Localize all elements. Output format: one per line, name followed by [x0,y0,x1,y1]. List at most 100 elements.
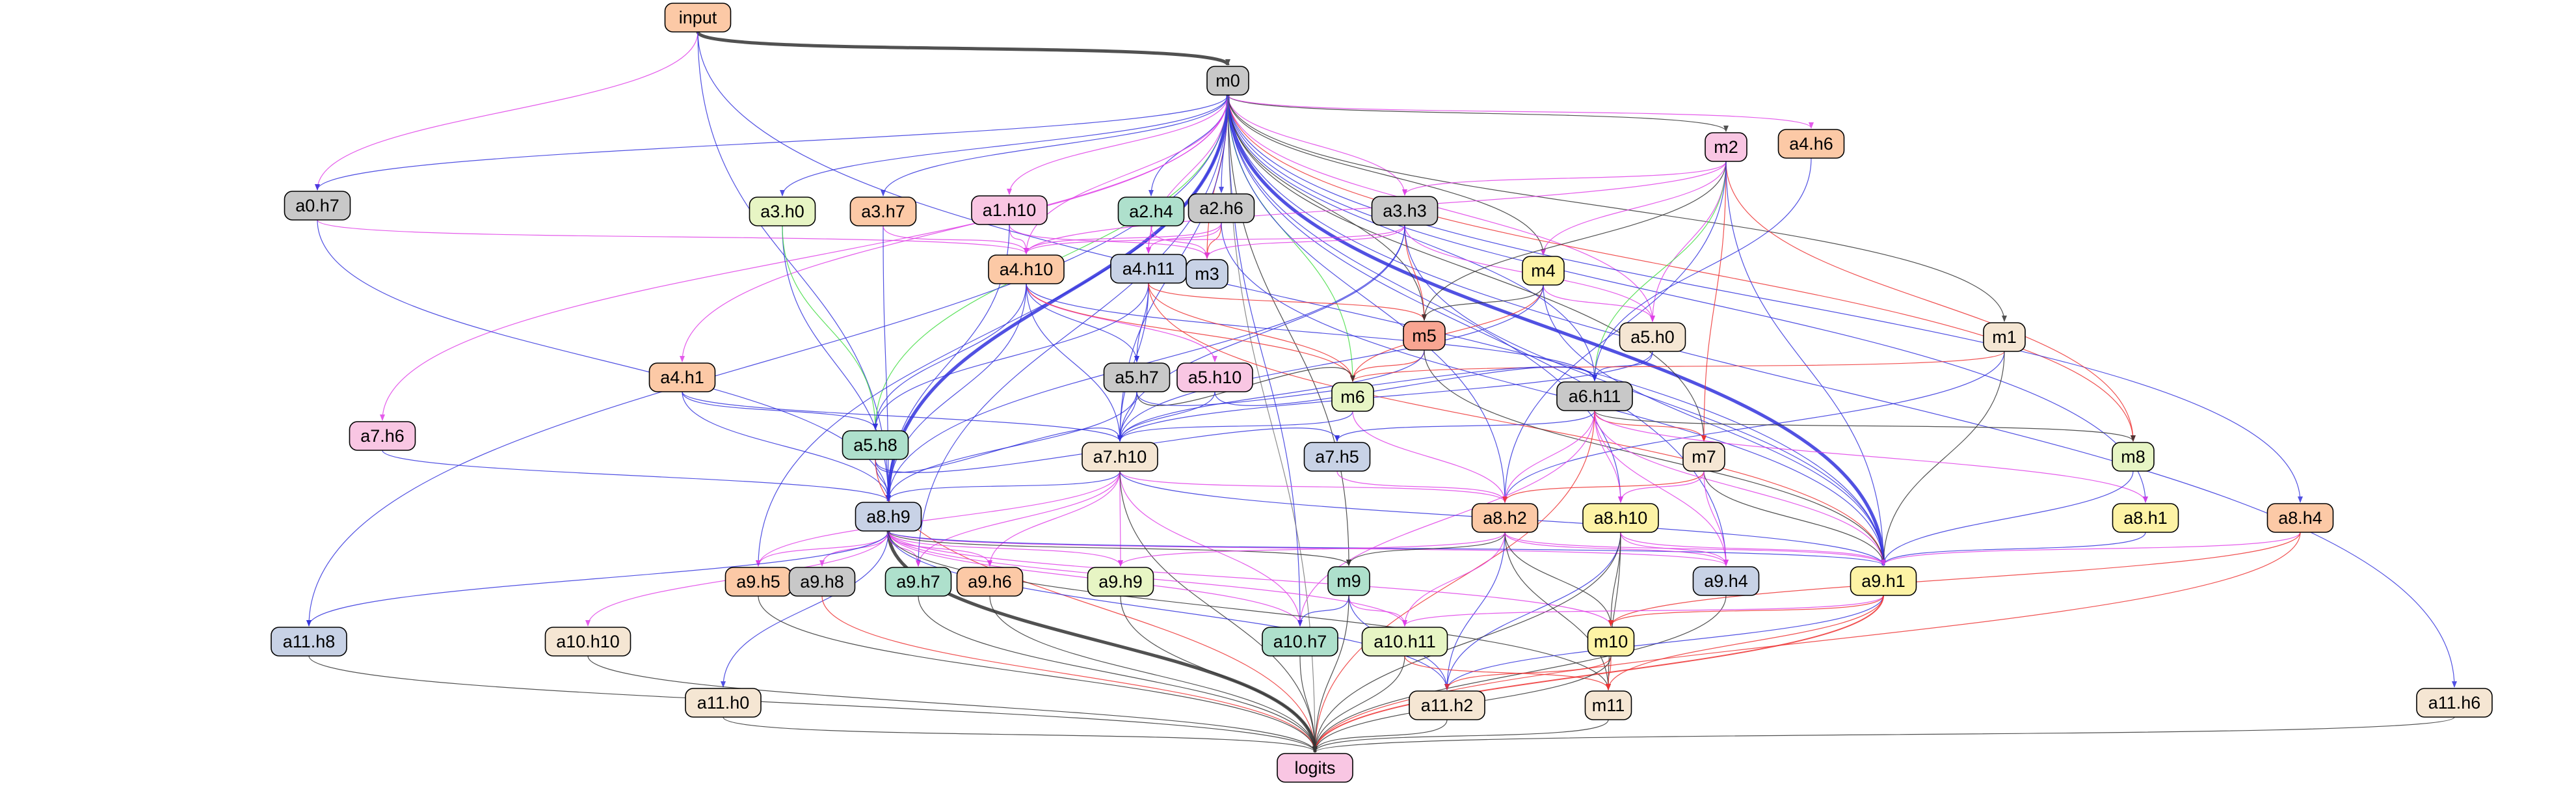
edge-a8-h10-to-a9-h4 [1620,532,1729,566]
edge-m2-to-a8-h2 [1502,161,1727,503]
edge-m2-to-a9-h1 [1725,161,1886,566]
node-a11-h0: a11.h0 [685,688,762,718]
edge-m0-to-m4 [1227,94,1546,256]
node-box [2112,442,2155,472]
edge-a8-h9-to-m9 [888,530,1351,566]
node-a10-h11: a10.h11 [1361,627,1448,657]
node-a7-h6: a7.h6 [349,421,416,451]
edge-m4-to-a9-h1 [1543,284,1886,566]
node-a2-h4: a2.h4 [1117,197,1185,226]
node-a4-h6: a4.h6 [1777,129,1845,159]
node-a3-h0: a3.h0 [749,197,816,226]
edge-a9-h1-to-a11-h2 [1444,595,1884,690]
node-label: a8.h4 [2278,508,2322,528]
edge-a6-h11-to-a9-h1 [1594,410,1886,566]
edge-a7-h10-to-logits [1119,470,1318,753]
node-a0-h7: a0.h7 [284,191,351,221]
node-label: a5.h0 [1630,327,1675,347]
node-label: a9.h8 [800,572,844,591]
node-box [2112,503,2179,533]
node-box [1082,442,1158,472]
node-label: a0.h7 [295,196,339,215]
node-box [1176,362,1253,392]
edge-a4-h11-to-a5-h8 [873,282,1149,430]
node-box [1103,362,1171,392]
edge-m0-to-m1 [1227,94,2007,322]
edge-a2-h4-to-m3 [1150,225,1210,259]
node-label: a10.h10 [556,632,620,651]
edge-m4-to-m5 [1422,284,1544,321]
edge-m1-to-m6 [1350,351,2005,382]
node-box [849,197,917,226]
edge-a4-h10-to-a7-h10 [1026,283,1122,442]
node-box [749,197,816,226]
edge-a6-h11-to-m7 [1594,410,1706,442]
edge-a2-h6-to-a9-h1 [1221,222,1886,566]
node-label: a10.h11 [1374,632,1436,651]
node-box [1117,197,1185,226]
node-label: m2 [1714,137,1738,157]
node-label: a9.h5 [736,572,780,591]
edge-m0-to-a8-h1 [1227,94,2148,503]
node-a11-h6: a11.h6 [2416,688,2493,718]
edge-a4-h10-to-a5-h7 [1026,283,1139,362]
node-label: a7.h10 [1093,447,1147,467]
edge-a8-h9-to-a9-h4 [888,530,1729,566]
edge-a8-h10-to-a9-h1 [1620,532,1886,566]
node-box [1619,322,1686,352]
edge-m0-to-a9-h4 [1227,94,1729,566]
edge-a11-h0-to-logits [723,716,1318,753]
node-label: a4.h1 [660,368,704,387]
node-label: a11.h8 [283,632,336,651]
edge-a8-h1-to-a9-h1 [1881,532,2146,566]
node-label: logits [1294,758,1335,778]
edge-m0-to-a3-h0 [780,94,1228,197]
edge-a8-h2-to-a9-h9 [1118,532,1506,567]
edge-m9-to-logits [1312,595,1349,753]
edge-a4-h10-to-a5-h8 [873,283,1027,430]
node-m6: m6 [1331,382,1374,412]
node-a9-h8: a9.h8 [788,567,856,597]
edge-a7-h10-to-a9-h5 [756,470,1121,567]
node-box [648,362,716,392]
edge-a0-h7-to-a4-h10 [317,219,1029,254]
node-label: a3.h0 [760,202,804,221]
edge-a8-h10-to-a11-h2 [1444,532,1621,690]
edge-a4-h10-to-a6-h11 [1026,283,1597,381]
edge-a9-h4-to-logits [1312,595,1727,753]
node-box [1584,690,1632,720]
node-a5-h0: a5.h0 [1619,322,1686,352]
edge-input-to-a8-h9 [697,31,891,502]
node-m1: m1 [1983,322,2026,352]
edge-a7-h10-to-a9-h9 [1117,470,1123,567]
edge-a4-h1-to-a7-h10 [682,391,1122,442]
edge-a5-h7-to-a7-h10 [1117,391,1137,442]
edge-a11-h8-to-logits [308,655,1318,753]
edge-a5-h8-to-logits [875,459,1318,753]
node-input: input [664,3,732,33]
edge-m0-to-m5 [1227,94,1427,321]
edge-a10-h11-to-logits [1312,655,1405,753]
node-label: a11.h0 [697,693,750,713]
node-label: a7.h5 [1315,447,1359,467]
edge-m4-to-a7-h10 [1117,284,1544,442]
edge-a8-h2-to-a10-h11 [1402,532,1506,627]
node-a2-h6: a2.h6 [1188,193,1255,223]
edge-a1-h10-to-a4-h10 [1009,224,1029,254]
edge-a8-h9-to-m10 [888,530,1613,627]
edge-a10-h7-to-logits [1299,655,1318,753]
node-box [1587,627,1635,657]
edge-m7-to-a9-h4 [1703,470,1729,566]
edge-m0-to-a11-h8 [306,94,1228,627]
node-a10-h7: a10.h7 [1262,627,1338,657]
edge-m0-to-a4-h1 [680,94,1228,362]
edge-a8-h9-to-a11-h2 [888,530,1450,690]
edge-a9-h9-to-logits [1120,595,1318,753]
edge-m1-to-a9-h1 [1881,351,2005,566]
node-m5: m5 [1403,321,1446,351]
node-box [884,567,952,597]
edge-a4-h10-to-m6 [1026,283,1355,382]
edge-a8-h4-to-a9-h1 [1881,532,2301,566]
